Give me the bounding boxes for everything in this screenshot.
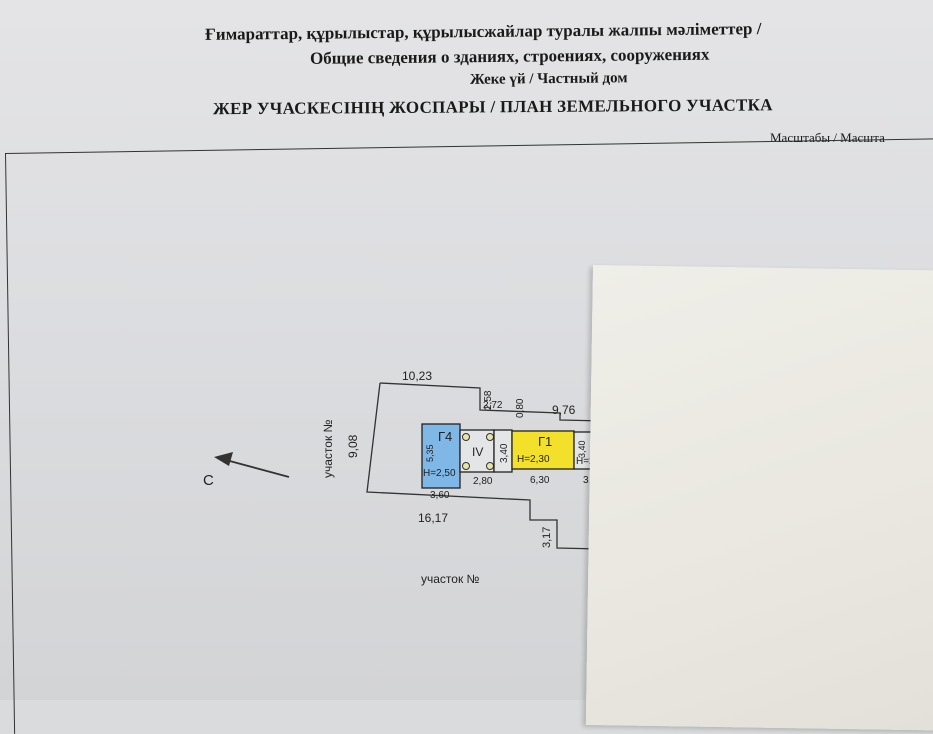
lot-boundary xyxy=(379,382,606,422)
g1-height: Н=2,30 xyxy=(517,454,550,465)
north-label: С xyxy=(203,472,214,489)
lot-boundary-left xyxy=(366,382,601,550)
g1-label: Г1 xyxy=(538,434,552,449)
dim-step-vertical: 2,58 xyxy=(483,390,494,410)
iv-depth: 3,40 xyxy=(499,443,510,463)
building-g1 xyxy=(511,430,575,470)
marker-circle xyxy=(462,462,470,470)
g4-label: Г4 xyxy=(438,429,452,444)
dim-top: 10,23 xyxy=(402,369,432,383)
g1-depth: 3,40 xyxy=(577,440,587,458)
scale-label: Масштабы / Масшта xyxy=(770,130,885,145)
partial-width: 3, xyxy=(583,475,591,486)
iv-label: IV xyxy=(472,445,483,459)
marker-circle xyxy=(462,433,470,441)
g4-depth: 5,35 xyxy=(425,444,435,462)
north-arrow-icon xyxy=(214,452,290,478)
partial-height: Н=2 xyxy=(576,456,595,467)
site-plan-drawing: 10,23 2,58 2,72 0,80 9,76 9,08 16,17 3,1… xyxy=(203,369,606,586)
g1-width: 6,30 xyxy=(530,475,550,486)
marker-circle xyxy=(486,433,494,441)
dim-bottom: 16,17 xyxy=(418,511,448,525)
dim-step-horizontal: 2,72 xyxy=(483,400,503,411)
iv-width: 2,80 xyxy=(473,476,493,487)
dim-bottom-step: 3,17 xyxy=(541,527,553,548)
g4-height: Н=2,50 xyxy=(423,468,456,479)
neighbor-left-label: участок № xyxy=(321,419,335,478)
marker-circle xyxy=(486,462,494,470)
dim-top-right: 9,76 xyxy=(552,403,576,417)
building-g4 xyxy=(421,423,461,489)
dim-left: 9,08 xyxy=(346,434,360,458)
g4-width: 3,60 xyxy=(430,490,450,501)
neighbor-bottom-label: участок № xyxy=(421,572,480,586)
overlapping-paper-sheet xyxy=(585,265,933,731)
dim-step-small: 0,80 xyxy=(515,398,526,418)
